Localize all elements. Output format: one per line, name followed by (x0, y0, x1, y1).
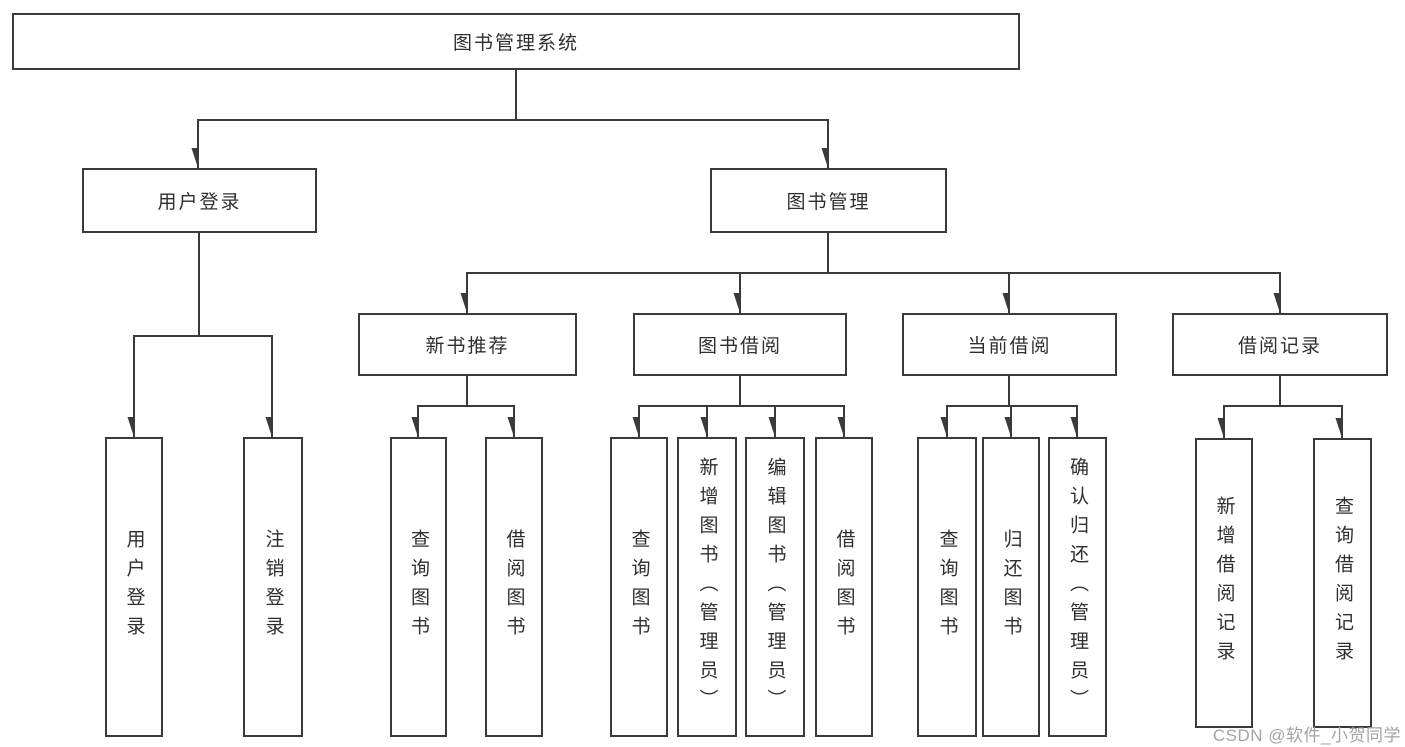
connector (133, 233, 273, 337)
node-label: 借阅图书 (503, 529, 525, 645)
node-label: 注销登录 (262, 529, 284, 645)
node-label: 图书管理 (786, 192, 871, 213)
node-label: 确认归还（管理员） (1067, 456, 1088, 718)
node-label: 借阅图书 (833, 529, 855, 645)
node-current-borrow: 当前借阅 (902, 313, 1117, 376)
leaf-borrow-book-recommend: 借阅图书 (485, 437, 543, 737)
node-label: 用户登录 (157, 192, 242, 213)
node-new-book-recommend: 新书推荐 (358, 313, 577, 376)
node-label: 新书推荐 (425, 336, 510, 357)
node-label: 图书管理系统 (452, 33, 579, 54)
node-root: 图书管理系统 (12, 13, 1020, 70)
node-label: 图书借阅 (697, 336, 782, 357)
node-user-login: 用户登录 (82, 168, 317, 233)
node-label: 借阅记录 (1237, 336, 1322, 357)
node-label: 新增图书（管理员） (696, 456, 718, 718)
connector (197, 70, 829, 121)
node-label: 查询图书 (408, 529, 429, 645)
leaf-add-borrow-record: 新增借阅记录 (1195, 438, 1253, 728)
node-label: 新增借阅记录 (1213, 496, 1235, 670)
node-borrow-records: 借阅记录 (1172, 313, 1388, 376)
node-label: 查询借阅记录 (1332, 496, 1353, 670)
leaf-user-login: 用户登录 (105, 437, 163, 737)
node-label: 用户登录 (123, 529, 145, 645)
connector (466, 233, 1281, 274)
node-label: 查询图书 (936, 529, 958, 645)
watermark: CSDN @软件_小贺同学 (1212, 726, 1401, 745)
leaf-query-book-recommend: 查询图书 (390, 437, 447, 737)
leaf-add-book-admin: 新增图书（管理员） (677, 437, 737, 737)
node-label: 查询图书 (628, 529, 650, 645)
leaf-query-borrow-record: 查询借阅记录 (1313, 438, 1372, 728)
connector (1223, 376, 1343, 407)
node-book-manage: 图书管理 (710, 168, 947, 233)
leaf-edit-book-admin: 编辑图书（管理员） (745, 437, 805, 737)
leaf-confirm-return-admin: 确认归还（管理员） (1048, 437, 1107, 737)
leaf-return-book: 归还图书 (982, 437, 1040, 737)
connector (417, 376, 515, 407)
connector (946, 376, 1078, 407)
connector (638, 376, 845, 407)
leaf-borrow-book: 借阅图书 (815, 437, 873, 737)
leaf-logout: 注销登录 (243, 437, 303, 737)
node-label: 编辑图书（管理员） (764, 456, 786, 718)
leaf-query-book-borrow: 查询图书 (610, 437, 668, 737)
node-label: 归还图书 (1000, 529, 1022, 645)
leaf-query-book-current: 查询图书 (917, 437, 977, 737)
node-book-borrow: 图书借阅 (633, 313, 847, 376)
node-label: 当前借阅 (967, 336, 1052, 357)
